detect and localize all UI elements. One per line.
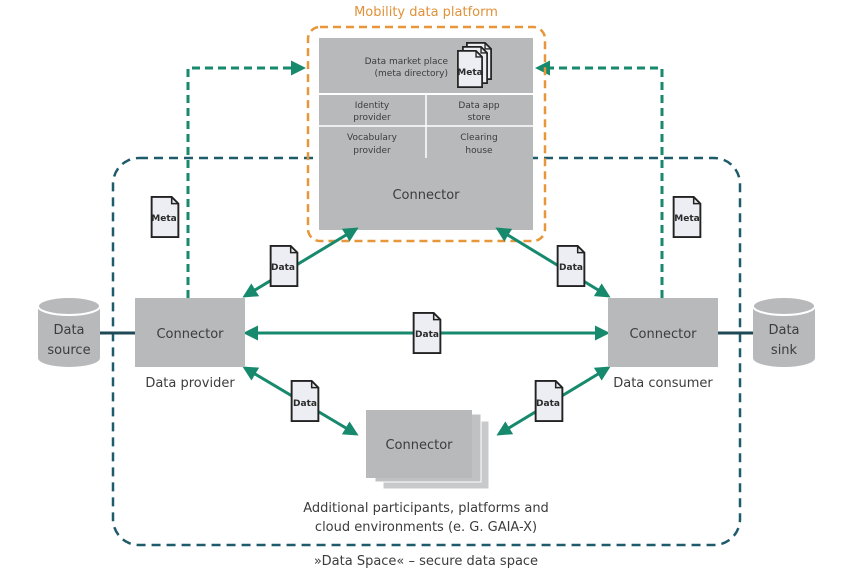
- consumer-caption: Data consumer: [613, 376, 713, 391]
- consumer-meta-doc-icon: Meta: [672, 196, 702, 238]
- svg-text:Data: Data: [293, 399, 317, 409]
- provider-caption: Data provider: [145, 376, 235, 391]
- svg-text:Meta: Meta: [151, 214, 176, 224]
- svg-text:source: source: [47, 343, 90, 358]
- identity-provider-line2: provider: [353, 113, 391, 123]
- svg-text:Meta: Meta: [457, 68, 482, 78]
- flow-consumer-platform: [495, 227, 611, 298]
- svg-text:Meta: Meta: [674, 214, 699, 224]
- svg-text:sink: sink: [771, 343, 798, 358]
- meta-docs-stack-icon: Meta: [457, 42, 492, 88]
- svg-text:Data: Data: [271, 263, 295, 273]
- provider-connector[interactable]: [135, 298, 245, 367]
- svg-text:Data: Data: [768, 323, 799, 338]
- data-doc-provider-platform-icon: Data: [269, 245, 299, 287]
- data-sink-database-icon: Data sink: [752, 296, 816, 367]
- additional-caption-line2: cloud environments (e. G. GAIA-X): [315, 520, 537, 535]
- vocabulary-provider-line1: Vocabulary: [347, 133, 398, 143]
- data-doc-consumer-additional-icon: Data: [534, 380, 564, 422]
- clearing-house-line1: Clearing: [460, 133, 497, 143]
- consumer-connector[interactable]: [608, 298, 718, 367]
- vocabulary-provider-line2: provider: [353, 146, 391, 156]
- platform-connector-label: Connector: [392, 188, 460, 203]
- platform-title: Mobility data platform: [354, 5, 498, 20]
- additional-connectors-stack[interactable]: [366, 410, 490, 490]
- platform-boundary: [306, 25, 547, 243]
- svg-text:Data: Data: [53, 323, 84, 338]
- identity-provider-line1: Identity: [355, 101, 390, 111]
- provider-meta-doc-icon: Meta: [150, 196, 180, 238]
- additional-connector-label: Connector: [385, 438, 453, 453]
- consumer-connector-label: Connector: [629, 327, 697, 342]
- marketplace-label-line1: Data market place: [365, 57, 449, 67]
- data-app-store-line2: store: [468, 113, 491, 123]
- meta-flow-provider: [186, 60, 306, 298]
- svg-text:Data: Data: [415, 330, 439, 340]
- data-app-store-line1: Data app: [458, 101, 500, 111]
- flow-provider-platform: [242, 227, 359, 298]
- data-doc-provider-consumer-icon: Data: [412, 312, 442, 354]
- svg-text:Data: Data: [559, 263, 583, 273]
- data-doc-consumer-platform-icon: Data: [556, 245, 586, 287]
- data-source-database-icon: Data source: [37, 296, 101, 367]
- meta-flow-consumer: [535, 60, 664, 298]
- data-space-caption: »Data Space« – secure data space: [314, 554, 538, 569]
- provider-connector-label: Connector: [156, 327, 224, 342]
- svg-text:Data: Data: [536, 399, 560, 409]
- additional-caption-line1: Additional participants, platforms and: [303, 501, 549, 516]
- clearing-house-line2: house: [465, 146, 493, 156]
- data-doc-provider-additional-icon: Data: [290, 380, 320, 422]
- marketplace-label-line2: (meta directory): [375, 69, 449, 79]
